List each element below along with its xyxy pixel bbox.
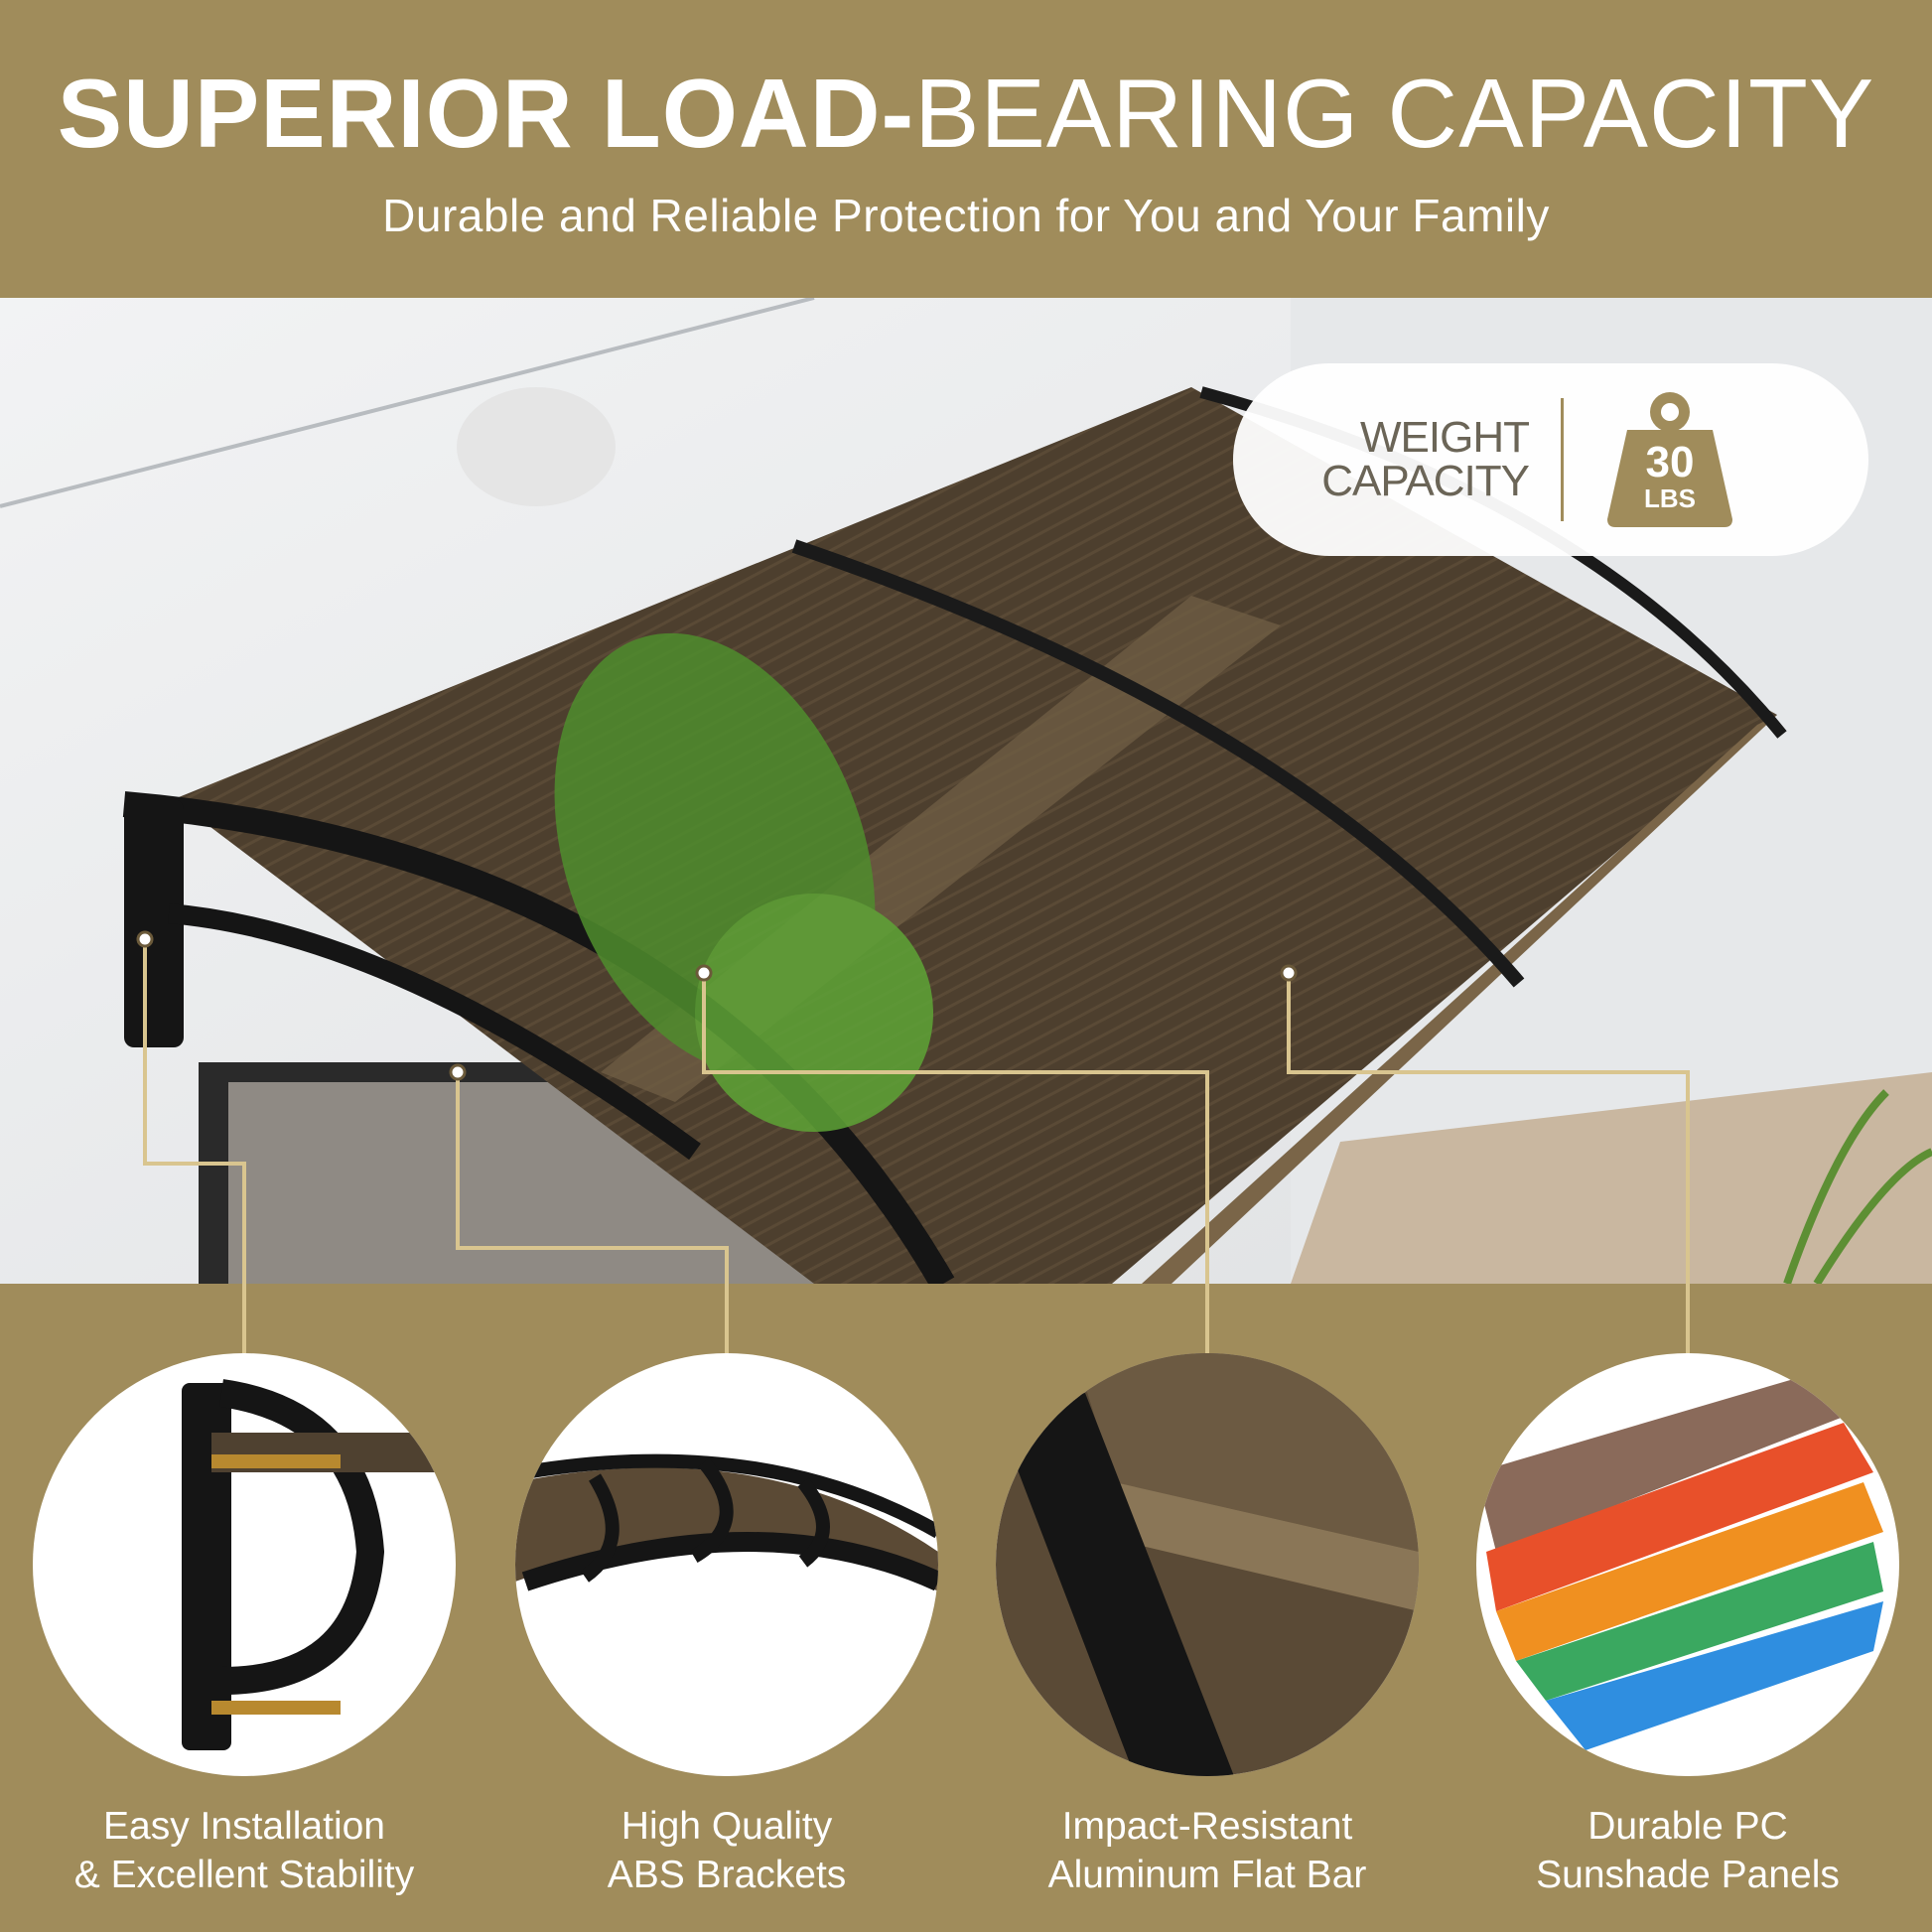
feature-image-pc-panels (1476, 1353, 1899, 1776)
feature-image-brackets (515, 1353, 938, 1776)
feature-line2: ABS Brackets (607, 1854, 847, 1896)
badge-line2: CAPACITY (1321, 457, 1530, 505)
feature-label-installation: Easy Installation & Excellent Stability (6, 1802, 483, 1899)
feature-line1: Durable PC (1587, 1805, 1788, 1848)
feature-line1: Easy Installation (103, 1805, 385, 1848)
page-title: SUPERIOR LOAD-BEARING CAPACITY (0, 58, 1932, 170)
feature-image-installation (33, 1353, 456, 1776)
title-light: BEARING CAPACITY (914, 59, 1875, 168)
feature-line2: Aluminum Flat Bar (1047, 1854, 1367, 1896)
badge-line1: WEIGHT (1360, 413, 1530, 462)
title-bold: SUPERIOR LOAD- (57, 59, 915, 168)
feature-image-flat-bar (996, 1353, 1419, 1776)
weight-value: 30 (1645, 438, 1695, 486)
weight-unit: LBS (1644, 483, 1696, 513)
feature-line2: & Excellent Stability (73, 1854, 415, 1896)
subtitle: Durable and Reliable Protection for You … (382, 190, 1550, 241)
weight-icon: 30 LBS (1605, 390, 1734, 529)
header-banner: SUPERIOR LOAD-BEARING CAPACITY Durable a… (0, 0, 1932, 298)
badge-divider (1561, 398, 1564, 521)
feature-line1: High Quality (621, 1805, 833, 1848)
feature-line2: Sunshade Panels (1536, 1854, 1840, 1896)
feature-label-pc-panels: Durable PC Sunshade Panels (1449, 1802, 1926, 1899)
feature-line1: Impact-Resistant (1061, 1805, 1353, 1848)
